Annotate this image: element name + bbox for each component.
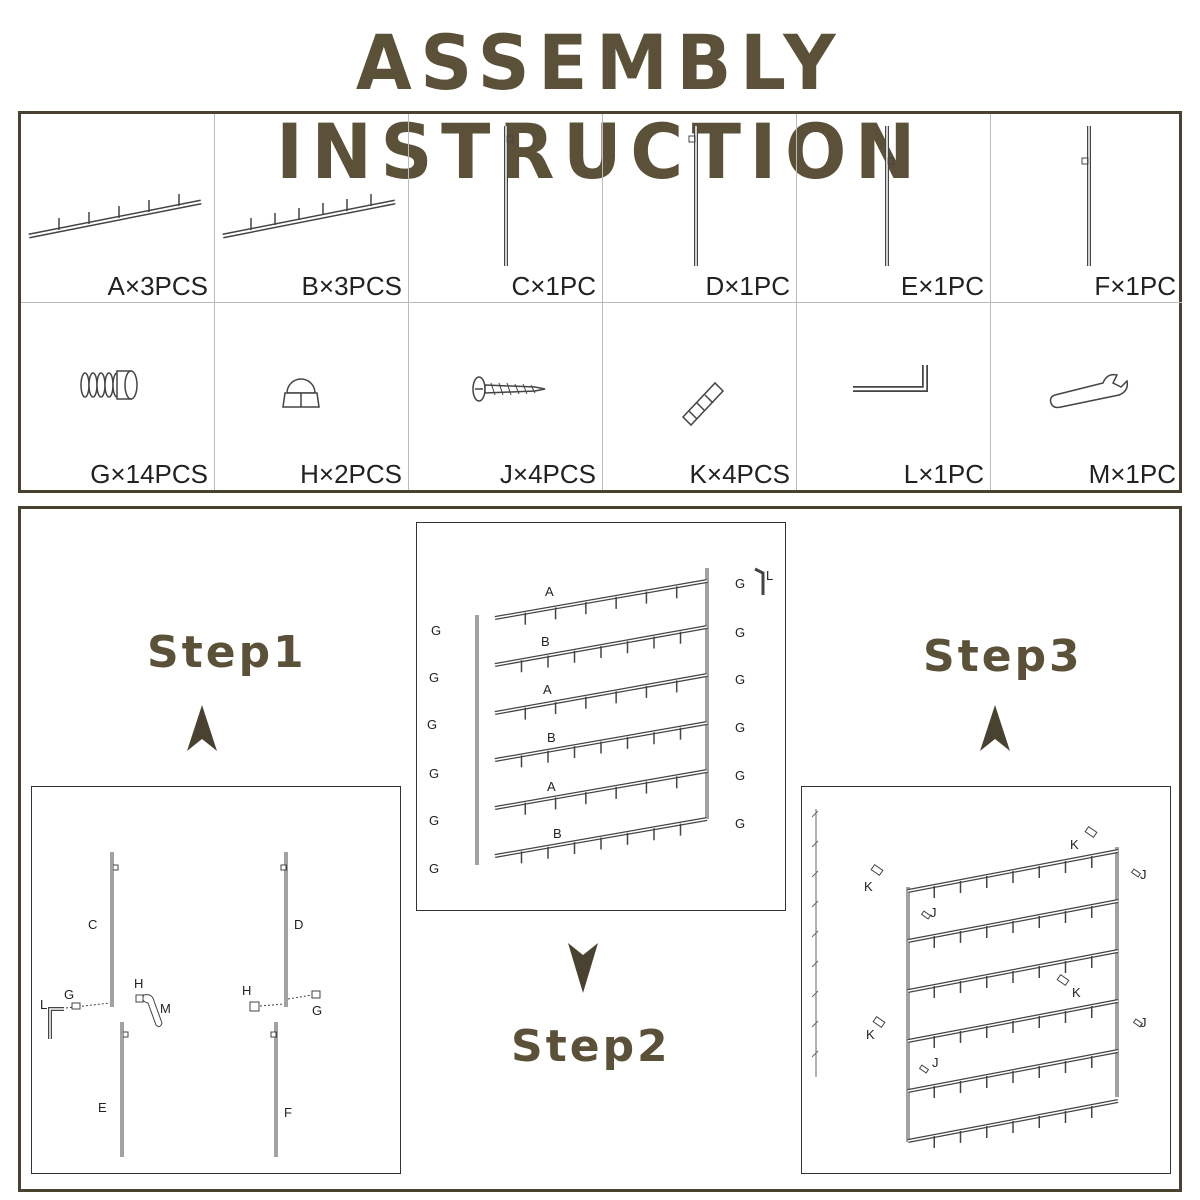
callout-h: H	[242, 983, 251, 998]
callout-c: C	[88, 917, 97, 932]
part-label: D×1PC	[705, 271, 790, 301]
part-cell-a: A×3PCS	[21, 114, 215, 303]
post-d-icon	[688, 126, 698, 266]
rack-bar	[494, 580, 708, 619]
rack-bars	[907, 849, 1119, 1148]
part-cell-g: G×14PCS	[21, 303, 215, 490]
callout-l: L	[40, 997, 47, 1012]
part-label: G×14PCS	[90, 459, 208, 489]
step2-diagram: L A B A B A B G G G G G G G G G G G G	[416, 522, 786, 911]
callout-g: G	[312, 1003, 322, 1018]
callout-g: G	[735, 625, 745, 640]
callout-j: J	[932, 1055, 939, 1070]
part-cell-d: D×1PC	[603, 114, 797, 303]
callout-g: G	[735, 576, 745, 591]
step3-drawing: K K K K J J J J	[811, 809, 1147, 1148]
wall-anchor-icon	[681, 381, 725, 427]
steps-panel: Step1 Step3 Step2	[18, 506, 1182, 1192]
step3-diagram: K K K K J J J J	[801, 786, 1171, 1174]
step3-title: Step3	[923, 631, 1083, 682]
callout-g: G	[427, 717, 437, 732]
cap-nut-icon	[282, 378, 320, 408]
part-cell-f: F×1PC	[991, 114, 1182, 303]
callout-b: B	[541, 634, 550, 649]
parts-list: A×3PCS B×3PCS C×1PC D×1PC	[18, 111, 1182, 493]
callout-g: G	[431, 623, 441, 638]
callout-g: G	[64, 987, 74, 1002]
callout-j: J	[1140, 1015, 1147, 1030]
step1-drawing: C G L H M E D H G F	[40, 852, 322, 1157]
part-label: L×1PC	[903, 459, 984, 489]
part-label: E×1PC	[900, 271, 984, 301]
part-cell-b: B×3PCS	[215, 114, 409, 303]
rack-bar	[494, 674, 708, 714]
callout-k: K	[1072, 985, 1081, 1000]
callout-j: J	[1140, 867, 1147, 882]
post-f-icon	[1081, 126, 1091, 266]
screw-icon	[472, 376, 546, 402]
callout-g: G	[735, 720, 745, 735]
callout-g: G	[429, 766, 439, 781]
part-label: M×1PC	[1088, 459, 1176, 489]
step1-title: Step1	[147, 627, 307, 678]
callout-h: H	[134, 976, 143, 991]
callout-a: A	[543, 682, 552, 697]
callout-b: B	[547, 730, 556, 745]
wrench-icon	[1049, 373, 1129, 409]
callout-k: K	[864, 879, 873, 894]
callout-l: L	[766, 568, 773, 583]
part-label: F×1PC	[1094, 271, 1176, 301]
callout-f: F	[284, 1105, 292, 1120]
up-arrow-icon	[187, 705, 217, 751]
part-cell-l: L×1PC	[797, 303, 991, 490]
step2-drawing: L A B A B A B G G G G G G G G G G G G	[427, 567, 773, 876]
callout-g: G	[429, 861, 439, 876]
part-label: J×4PCS	[499, 459, 596, 489]
hex-key-icon	[853, 365, 928, 392]
callout-g: G	[735, 672, 745, 687]
part-cell-k: K×4PCS	[603, 303, 797, 490]
callout-a: A	[547, 779, 556, 794]
callout-g: G	[429, 813, 439, 828]
up-arrow-icon	[980, 705, 1010, 751]
part-cell-h: H×2PCS	[215, 303, 409, 490]
part-cell-m: M×1PC	[991, 303, 1182, 490]
callout-e: E	[98, 1100, 107, 1115]
part-label: A×3PCS	[107, 271, 208, 301]
callout-g: G	[735, 768, 745, 783]
post-c-icon	[504, 126, 514, 266]
part-label: H×2PCS	[300, 459, 402, 489]
part-label: K×4PCS	[689, 459, 790, 489]
rack-bar	[494, 770, 708, 809]
callout-g: G	[429, 670, 439, 685]
part-cell-j: J×4PCS	[409, 303, 603, 490]
down-arrow-icon	[568, 943, 598, 993]
step1-diagram: C G L H M E D H G F	[31, 786, 401, 1174]
bar-b-icon	[222, 194, 396, 239]
callout-b: B	[553, 826, 562, 841]
part-label: B×3PCS	[301, 271, 402, 301]
post-e-icon	[885, 126, 895, 266]
callout-k: K	[866, 1027, 875, 1042]
part-cell-e: E×1PC	[797, 114, 991, 303]
callout-j: J	[930, 905, 937, 920]
part-cell-c: C×1PC	[409, 114, 603, 303]
part-label: C×1PC	[511, 271, 596, 301]
bar-a-icon	[28, 194, 202, 239]
step2-title: Step2	[511, 1021, 671, 1072]
bolt-icon	[80, 370, 138, 400]
callout-d: D	[294, 917, 303, 932]
callout-a: A	[545, 584, 554, 599]
callout-k: K	[1070, 837, 1079, 852]
callout-g: G	[735, 816, 745, 831]
page-title: ASSEMBLY INSTRUCTION	[276, 18, 924, 196]
rack-bars	[494, 579, 708, 864]
callout-m: M	[160, 1001, 171, 1016]
